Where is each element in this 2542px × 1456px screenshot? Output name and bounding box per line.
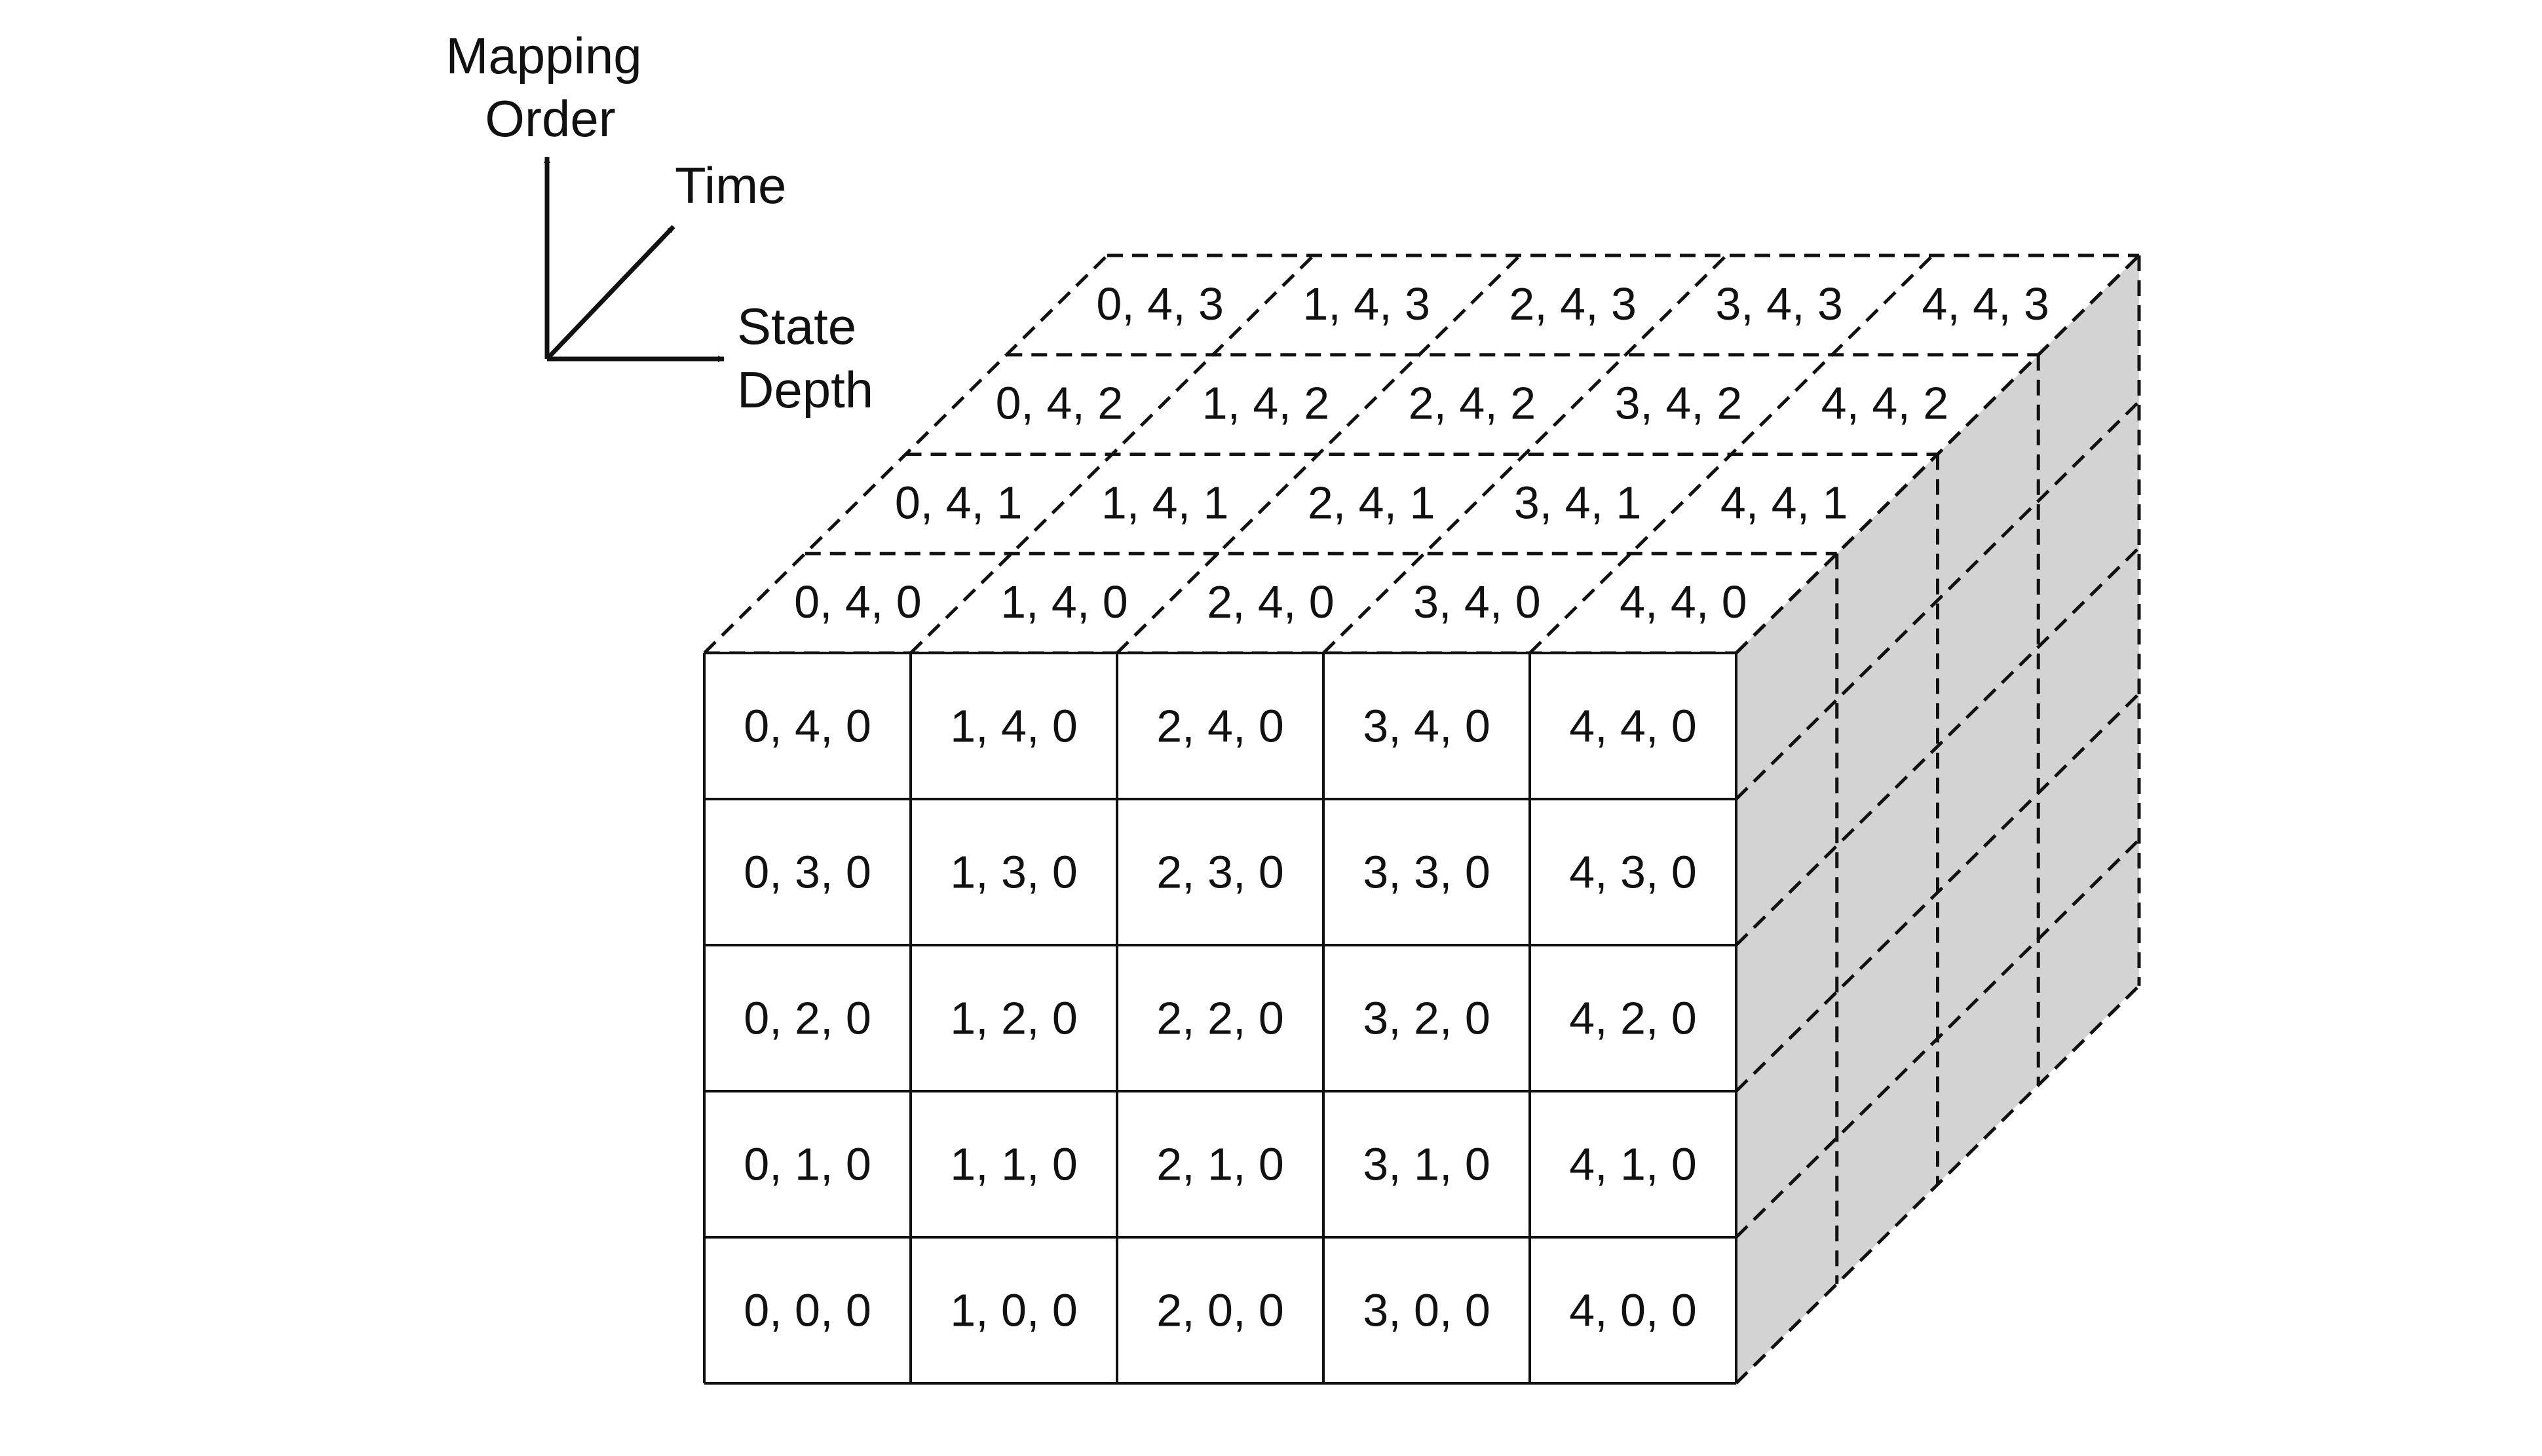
front-cell-label: 1, 2, 0 <box>950 993 1078 1044</box>
top-cell-label: 3, 4, 2 <box>1615 378 1743 429</box>
axis-indicator: Mapping Order Time State Depth <box>446 27 873 419</box>
top-cell-label: 4, 4, 2 <box>1821 378 1949 429</box>
top-cell-label: 2, 4, 1 <box>1308 477 1435 528</box>
top-grid-depth-line <box>1116 254 1521 654</box>
front-cell-label: 4, 3, 0 <box>1569 847 1697 898</box>
front-cell-label: 2, 0, 0 <box>1156 1285 1284 1336</box>
top-cell-label: 0, 4, 3 <box>1096 278 1224 329</box>
front-face-labels: 0, 4, 0 1, 4, 0 2, 4, 0 3, 4, 0 4, 4, 0 0, 3,… <box>744 701 1697 1336</box>
top-cell-label: 2, 4, 2 <box>1409 378 1536 429</box>
front-cell-label: 3, 1, 0 <box>1363 1139 1490 1190</box>
front-cell-label: 2, 1, 0 <box>1156 1139 1284 1190</box>
front-cell-label: 2, 3, 0 <box>1156 847 1284 898</box>
top-cell-label: 0, 4, 2 <box>996 378 1124 429</box>
front-cell-label: 2, 2, 0 <box>1156 993 1284 1044</box>
top-cell-label: 1, 4, 3 <box>1302 278 1430 329</box>
top-cell-label: 3, 4, 3 <box>1715 278 1843 329</box>
top-grid-depth-line <box>1322 254 1728 654</box>
front-cell-label: 1, 0, 0 <box>950 1285 1078 1336</box>
top-cell-label: 2, 4, 0 <box>1207 576 1335 627</box>
top-cell-label: 2, 4, 3 <box>1509 278 1637 329</box>
top-cell-label: 4, 4, 1 <box>1720 477 1848 528</box>
top-grid-depth-line <box>703 254 1109 654</box>
top-grid-depth-line <box>1735 254 2140 654</box>
front-cell-label: 1, 4, 0 <box>950 701 1078 752</box>
top-cell-label: 0, 4, 0 <box>794 576 922 627</box>
front-cell-label: 0, 1, 0 <box>744 1139 871 1190</box>
front-cell-label: 3, 0, 0 <box>1363 1285 1490 1336</box>
front-cell-label: 3, 3, 0 <box>1363 847 1490 898</box>
front-cell-label: 0, 2, 0 <box>744 993 871 1044</box>
top-cell-label: 1, 4, 2 <box>1202 378 1330 429</box>
mapping-order-label-line1: Mapping <box>446 27 641 84</box>
top-cell-label: 1, 4, 0 <box>1000 576 1128 627</box>
front-cell-label: 3, 2, 0 <box>1363 993 1490 1044</box>
time-axis-arrow <box>545 225 675 361</box>
side-grid-depth-line <box>1735 546 2140 946</box>
time-axis-label: Time <box>675 157 786 214</box>
top-cell-label: 4, 4, 3 <box>1922 278 2049 329</box>
top-cell-label: 3, 4, 0 <box>1413 576 1541 627</box>
state-depth-label-line1: State <box>737 297 856 355</box>
top-cell-label: 0, 4, 1 <box>895 477 1023 528</box>
front-cell-label: 4, 1, 0 <box>1569 1139 1697 1190</box>
front-cell-label: 0, 0, 0 <box>744 1285 871 1336</box>
top-grid-depth-line <box>1528 254 1934 654</box>
state-depth-label-line2: Depth <box>737 361 873 419</box>
front-cell-label: 0, 3, 0 <box>744 847 871 898</box>
front-face: 0, 4, 0 1, 4, 0 2, 4, 0 3, 4, 0 4, 4, 0 0, 3,… <box>703 652 1737 1385</box>
front-cell-label: 4, 2, 0 <box>1569 993 1697 1044</box>
mapping-order-label-line2: Order <box>485 90 615 147</box>
front-cell-label: 2, 4, 0 <box>1156 701 1284 752</box>
front-cell-label: 4, 4, 0 <box>1569 701 1697 752</box>
top-grid-depth-line <box>909 254 1315 654</box>
top-cell-label: 1, 4, 1 <box>1101 477 1229 528</box>
front-face-grid <box>703 652 1737 1385</box>
front-cell-label: 4, 0, 0 <box>1569 1285 1697 1336</box>
front-cell-label: 1, 3, 0 <box>950 847 1078 898</box>
front-cell-label: 3, 4, 0 <box>1363 701 1490 752</box>
top-cell-label: 4, 4, 0 <box>1620 576 1747 627</box>
front-cell-label: 1, 1, 0 <box>950 1139 1078 1190</box>
top-face: 0, 4, 0 1, 4, 0 2, 4, 0 3, 4, 0 4, 4, 0 0, 4,… <box>703 253 2140 655</box>
side-grid-depth-line <box>1735 400 2140 800</box>
top-face-labels: 0, 4, 0 1, 4, 0 2, 4, 0 3, 4, 0 4, 4, 0 0, 4,… <box>794 278 2049 627</box>
top-cell-label: 3, 4, 1 <box>1514 477 1642 528</box>
front-cell-label: 0, 4, 0 <box>744 701 871 752</box>
front-face-background <box>704 653 1736 1383</box>
